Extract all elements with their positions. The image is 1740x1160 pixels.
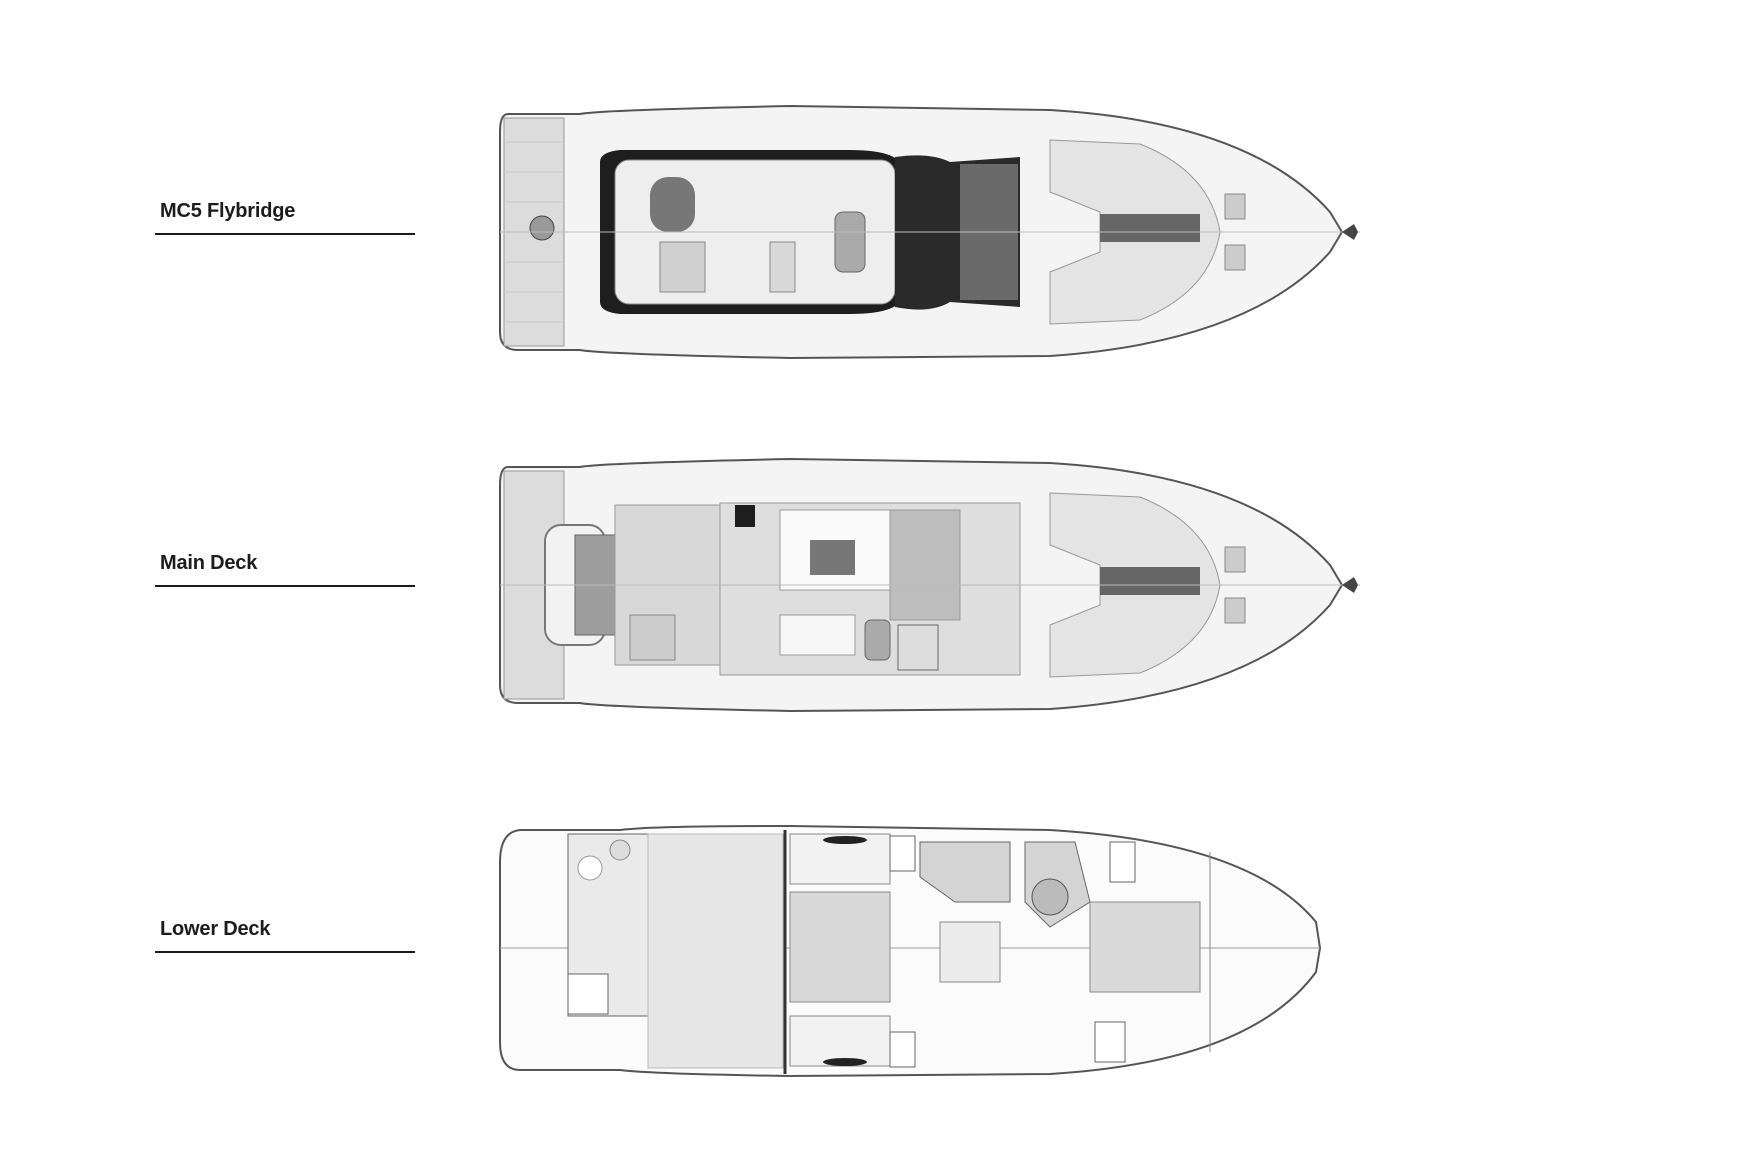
- flybridge-drawing: [499, 104, 1360, 360]
- lower-deck-plan: [490, 822, 1370, 1082]
- deck-title-flybridge: MC5 Flybridge: [160, 200, 296, 222]
- label-main-deck: Main Deck: [155, 552, 415, 587]
- main-deck-drawing: [499, 457, 1360, 713]
- label-lower-deck: Lower Deck: [155, 918, 415, 953]
- deck-title-lower: Lower Deck: [160, 918, 271, 940]
- flybridge-plan: [490, 102, 1370, 362]
- label-flybridge: MC5 Flybridge: [155, 200, 415, 235]
- main-deck-plan: [490, 455, 1370, 715]
- label-underline: [155, 585, 415, 587]
- deck-title-main: Main Deck: [160, 552, 258, 574]
- label-underline: [155, 233, 415, 235]
- lower-deck-drawing: [499, 824, 1322, 1078]
- label-underline: [155, 951, 415, 953]
